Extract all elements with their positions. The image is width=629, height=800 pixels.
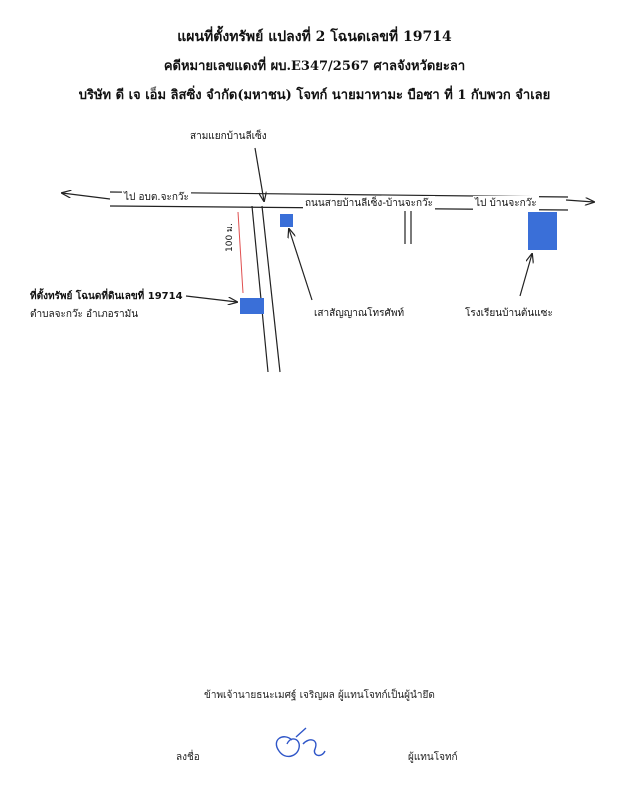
road-right-label: ไป บ้านจะกว๊ะ bbox=[473, 196, 539, 211]
lane bbox=[404, 210, 412, 244]
map-title: แผนที่ตั้งทรัพย์ แปลงที่ 2 โฉนดเลขที่ 19… bbox=[177, 29, 452, 45]
certify-text: ข้าพเจ้านายธนะเมศฐ์ เจริญผล ผู้แทนโจทก์เ… bbox=[204, 690, 435, 701]
telephone-pole-marker bbox=[280, 214, 293, 227]
school-label: โรงเรียนบ้านต้นแซะ bbox=[465, 308, 553, 319]
school-marker bbox=[528, 212, 557, 250]
parties-line: บริษัท ดี เจ เอ็ม ลิสซิ่ง จำกัด(มหาชน) โ… bbox=[78, 88, 551, 103]
distance-line bbox=[237, 211, 244, 294]
distance-label: 100 ม. bbox=[225, 223, 235, 252]
pole-label: เสาสัญญาณโทรศัพท์ bbox=[314, 308, 405, 319]
callout-arrows bbox=[185, 147, 532, 302]
junction-label: สามแยกบ้านลีเซ็ง bbox=[190, 131, 267, 142]
case-number: คดีหมายเลขแดงที่ ผบ.E347/2567 ศาลจังหวัด… bbox=[163, 59, 466, 74]
road-left-label: ไป อบต.จะกว๊ะ bbox=[122, 190, 191, 205]
property-sublabel: ตำบลจะกว๊ะ อำเภอรามัน bbox=[30, 309, 139, 320]
side-road bbox=[251, 205, 281, 373]
property-label: ที่ตั้งทรัพย์ โฉนดที่ดินเลขที่ 19714 bbox=[30, 291, 183, 302]
signature-scribble bbox=[275, 727, 326, 758]
sign-label: ลงชื่อ bbox=[176, 752, 200, 763]
property-marker bbox=[240, 298, 264, 314]
signer-role: ผู้แทนโจทก์ bbox=[408, 752, 458, 763]
road-main-label: ถนนสายบ้านลีเซ็ง-บ้านจะกว๊ะ bbox=[303, 196, 435, 211]
